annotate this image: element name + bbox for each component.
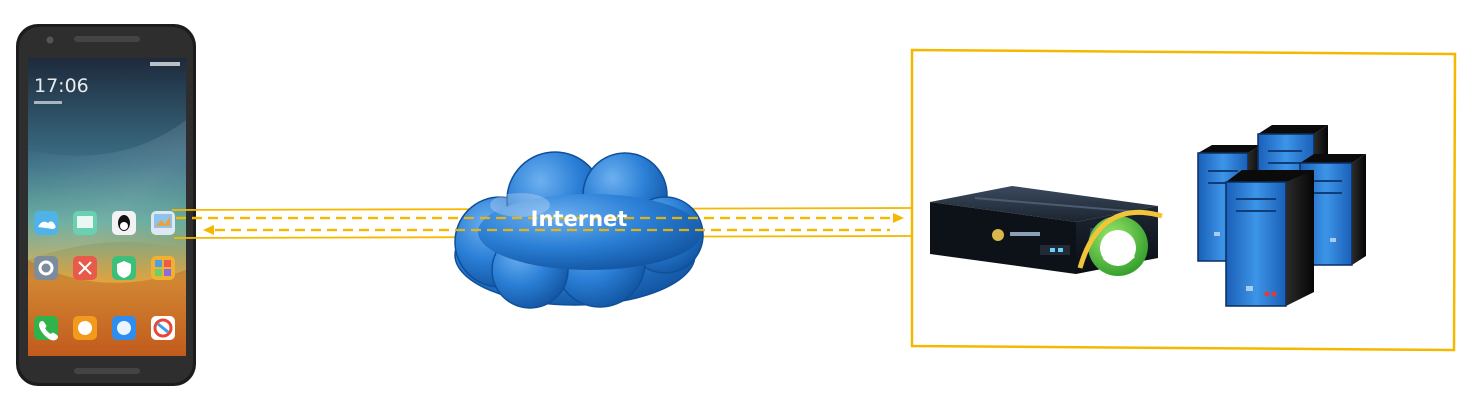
server-tower-front	[1225, 170, 1314, 307]
phone-clock: 17:06	[34, 75, 89, 97]
internet-cloud: Internet	[176, 151, 895, 309]
rack-logo-icon	[992, 229, 1004, 241]
request-arrowhead	[893, 213, 904, 223]
cloud-label: Internet	[531, 207, 628, 231]
response-arrowhead	[203, 225, 214, 235]
app-row-1	[34, 211, 175, 235]
internet-explorer-icon	[1077, 209, 1163, 276]
app-row-2	[34, 256, 175, 280]
tools-folder-icon[interactable]	[151, 256, 175, 280]
server-group	[910, 48, 1457, 352]
earpiece	[74, 36, 140, 42]
camera-icon	[46, 36, 54, 44]
smartphone: 17:06	[16, 24, 196, 386]
server-box-border	[910, 48, 1457, 352]
status-icons	[150, 62, 180, 66]
app-dock	[34, 316, 175, 341]
date-text	[34, 101, 62, 104]
phone-screen: 17:06	[28, 58, 186, 356]
server-towers	[1197, 125, 1366, 307]
speaker	[74, 368, 140, 374]
settings-icon[interactable]	[34, 256, 58, 280]
